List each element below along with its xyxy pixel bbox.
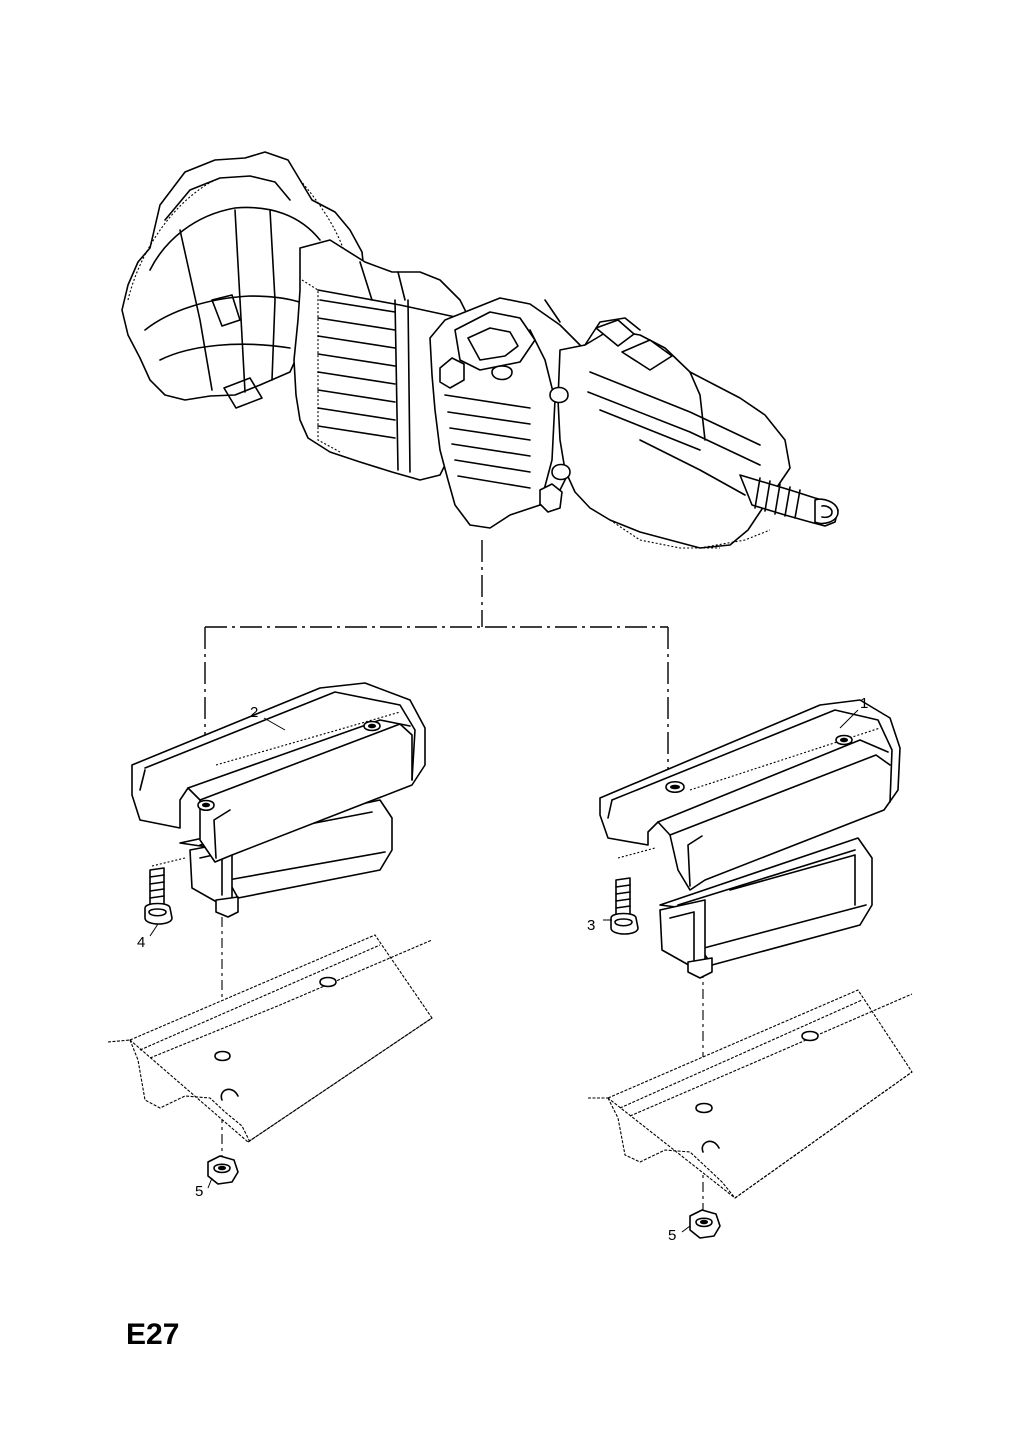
- callout-nut-left: 5: [195, 1183, 203, 1200]
- callout-nut-right: 5: [668, 1227, 676, 1244]
- bolt-right: [610, 847, 656, 935]
- page-code: E27: [126, 1318, 180, 1351]
- bolt-left: [144, 857, 186, 925]
- callout-leaders: [149, 709, 859, 1233]
- callout-bolt-right: 3: [587, 917, 595, 934]
- callout-mount-left: 2: [250, 704, 258, 721]
- crossmember-right: [588, 989, 913, 1199]
- crossmember-left: [107, 934, 433, 1143]
- callout-bolt-left: 4: [137, 934, 145, 951]
- transmission-assembly: [121, 151, 839, 549]
- mount-right: [599, 699, 901, 979]
- nut-left: [207, 1155, 239, 1185]
- nut-right: [689, 1209, 721, 1239]
- callout-mount-right: 1: [860, 695, 868, 712]
- mount-left: [131, 682, 426, 918]
